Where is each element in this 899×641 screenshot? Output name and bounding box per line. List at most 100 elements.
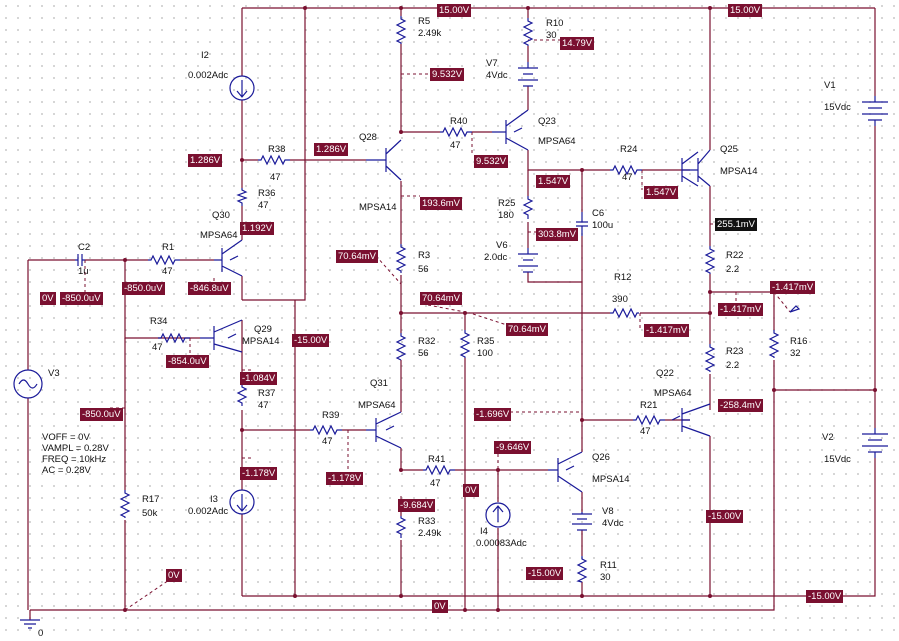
r10-ref: R10 [546,18,564,29]
transistors[interactable] [200,109,711,493]
dc-sources[interactable] [518,62,888,531]
r22-value: 2.2 [726,264,740,275]
probe-voltage[interactable]: 1.286V [188,154,223,167]
q22-model: MPSA64 [654,388,692,399]
probe-voltage[interactable]: 9.532V [474,155,509,168]
v6-value: 2.0dc [484,252,508,263]
v8-ref: V8 [602,506,614,517]
r41-value: 47 [430,478,441,489]
probe-voltage[interactable]: 193.6mV [420,197,463,210]
probe-voltage[interactable]: -850.0uV [60,292,103,305]
probe-voltage[interactable]: -850.0uV [80,408,123,421]
probe-voltage[interactable]: -9.684V [398,499,436,512]
probe-voltage[interactable]: 255.1mV [715,218,758,231]
probe-voltage[interactable]: -846.8uV [188,282,231,295]
q23-ref: Q23 [538,116,556,127]
probe-voltage[interactable]: -1.084V [240,372,278,385]
r32-ref: R32 [418,336,436,347]
v7-value: 4Vdc [486,70,508,81]
probe-voltage[interactable]: -854.0uV [166,355,209,368]
r23-ref: R23 [726,346,744,357]
q31-model: MPSA64 [358,400,396,411]
probe-voltage[interactable]: 1.286V [314,143,349,156]
probe-voltage[interactable]: 70.64mV [336,250,379,263]
r32-value: 56 [418,348,429,359]
v3-ref: V3 [48,368,60,379]
voltage-marker[interactable] [789,305,801,313]
capacitors[interactable] [75,212,588,266]
probe-voltage[interactable]: 70.64mV [420,292,463,305]
r5-ref: R5 [418,16,431,27]
q28-model: MPSA14 [359,202,397,213]
i2-value: 0.002Adc [188,70,229,81]
probe-voltage[interactable]: 0V [432,600,448,613]
probe-voltage[interactable]: -15.00V [806,590,844,603]
v1-value: 15Vdc [824,102,851,113]
v8-value: 4Vdc [602,518,624,529]
r40-value: 47 [450,140,461,151]
probe-voltage[interactable]: -15.00V [526,567,564,580]
r3-ref: R3 [418,250,431,261]
probe-voltage[interactable]: 0V [166,569,182,582]
r33-ref: R33 [418,516,436,527]
v2-ref: V2 [822,432,834,443]
probe-voltage[interactable]: 14.79V [560,37,595,50]
probe-voltage[interactable]: 9.532V [430,68,465,81]
probe-voltage[interactable]: -1.417mV [718,303,764,316]
r35-value: 100 [477,348,493,359]
probe-voltage[interactable]: 0V [40,292,56,305]
v3-parameters: VOFF = 0V VAMPL = 0.28V FREQ = 10kHz AC … [42,432,109,476]
r17-ref: R17 [142,494,160,505]
r35-ref: R35 [477,336,495,347]
probe-voltage[interactable]: -9.646V [494,441,532,454]
r34-value: 47 [152,342,163,353]
r38-ref: R38 [268,144,286,155]
i2-ref: I2 [201,50,209,61]
r10-value: 30 [546,30,557,41]
r12-value: 390 [612,294,628,305]
probe-voltage[interactable]: -15.00V [706,510,744,523]
resistors[interactable] [119,16,780,583]
r1-value: 47 [162,266,173,277]
r38-value: 47 [270,172,281,183]
r21-ref: R21 [640,400,658,411]
r37-value: 47 [258,400,269,411]
v7-ref: V7 [486,58,498,69]
r25-value: 180 [498,210,514,221]
i3-value: 0.002Adc [188,506,229,517]
i4-value: 0.00083Adc [476,538,527,549]
probe-voltage[interactable]: 1.192V [240,222,275,235]
r36-ref: R36 [258,188,276,199]
probe-voltage[interactable]: -1.696V [474,408,512,421]
ac-source[interactable] [13,369,43,399]
probe-voltage[interactable]: -15.00V [292,334,330,347]
r16-value: 32 [790,348,801,359]
probe-voltage[interactable]: 1.547V [644,186,679,199]
probe-voltage[interactable]: -1.178V [240,467,278,480]
r17-value: 50k [142,508,158,519]
r21-value: 47 [640,426,651,437]
q23-model: MPSA64 [538,136,576,147]
probe-voltage[interactable]: 303.8mV [536,228,579,241]
probe-voltage[interactable]: -1.417mV [770,281,816,294]
r22-ref: R22 [726,250,744,261]
probe-voltage[interactable]: -258.4mV [718,399,764,412]
r40-ref: R40 [450,116,468,127]
r24-ref: R24 [620,144,638,155]
c2-ref: C2 [78,242,91,253]
probe-voltage[interactable]: 15.00V [728,4,763,17]
probe-voltage[interactable]: 0V [463,484,479,497]
probe-voltage[interactable]: 15.00V [437,4,472,17]
r5-value: 2.49k [418,28,442,39]
r16-ref: R16 [790,336,808,347]
q26-ref: Q26 [592,452,610,463]
probe-voltage[interactable]: 70.64mV [506,323,549,336]
probe-voltage[interactable]: 1.547V [536,175,571,188]
probe-voltage[interactable]: -1.417mV [644,324,690,337]
probe-voltage[interactable]: -850.0uV [122,282,165,295]
ground-symbol [20,619,40,629]
current-sources[interactable] [229,75,511,528]
probe-voltage[interactable]: -1.178V [326,472,364,485]
